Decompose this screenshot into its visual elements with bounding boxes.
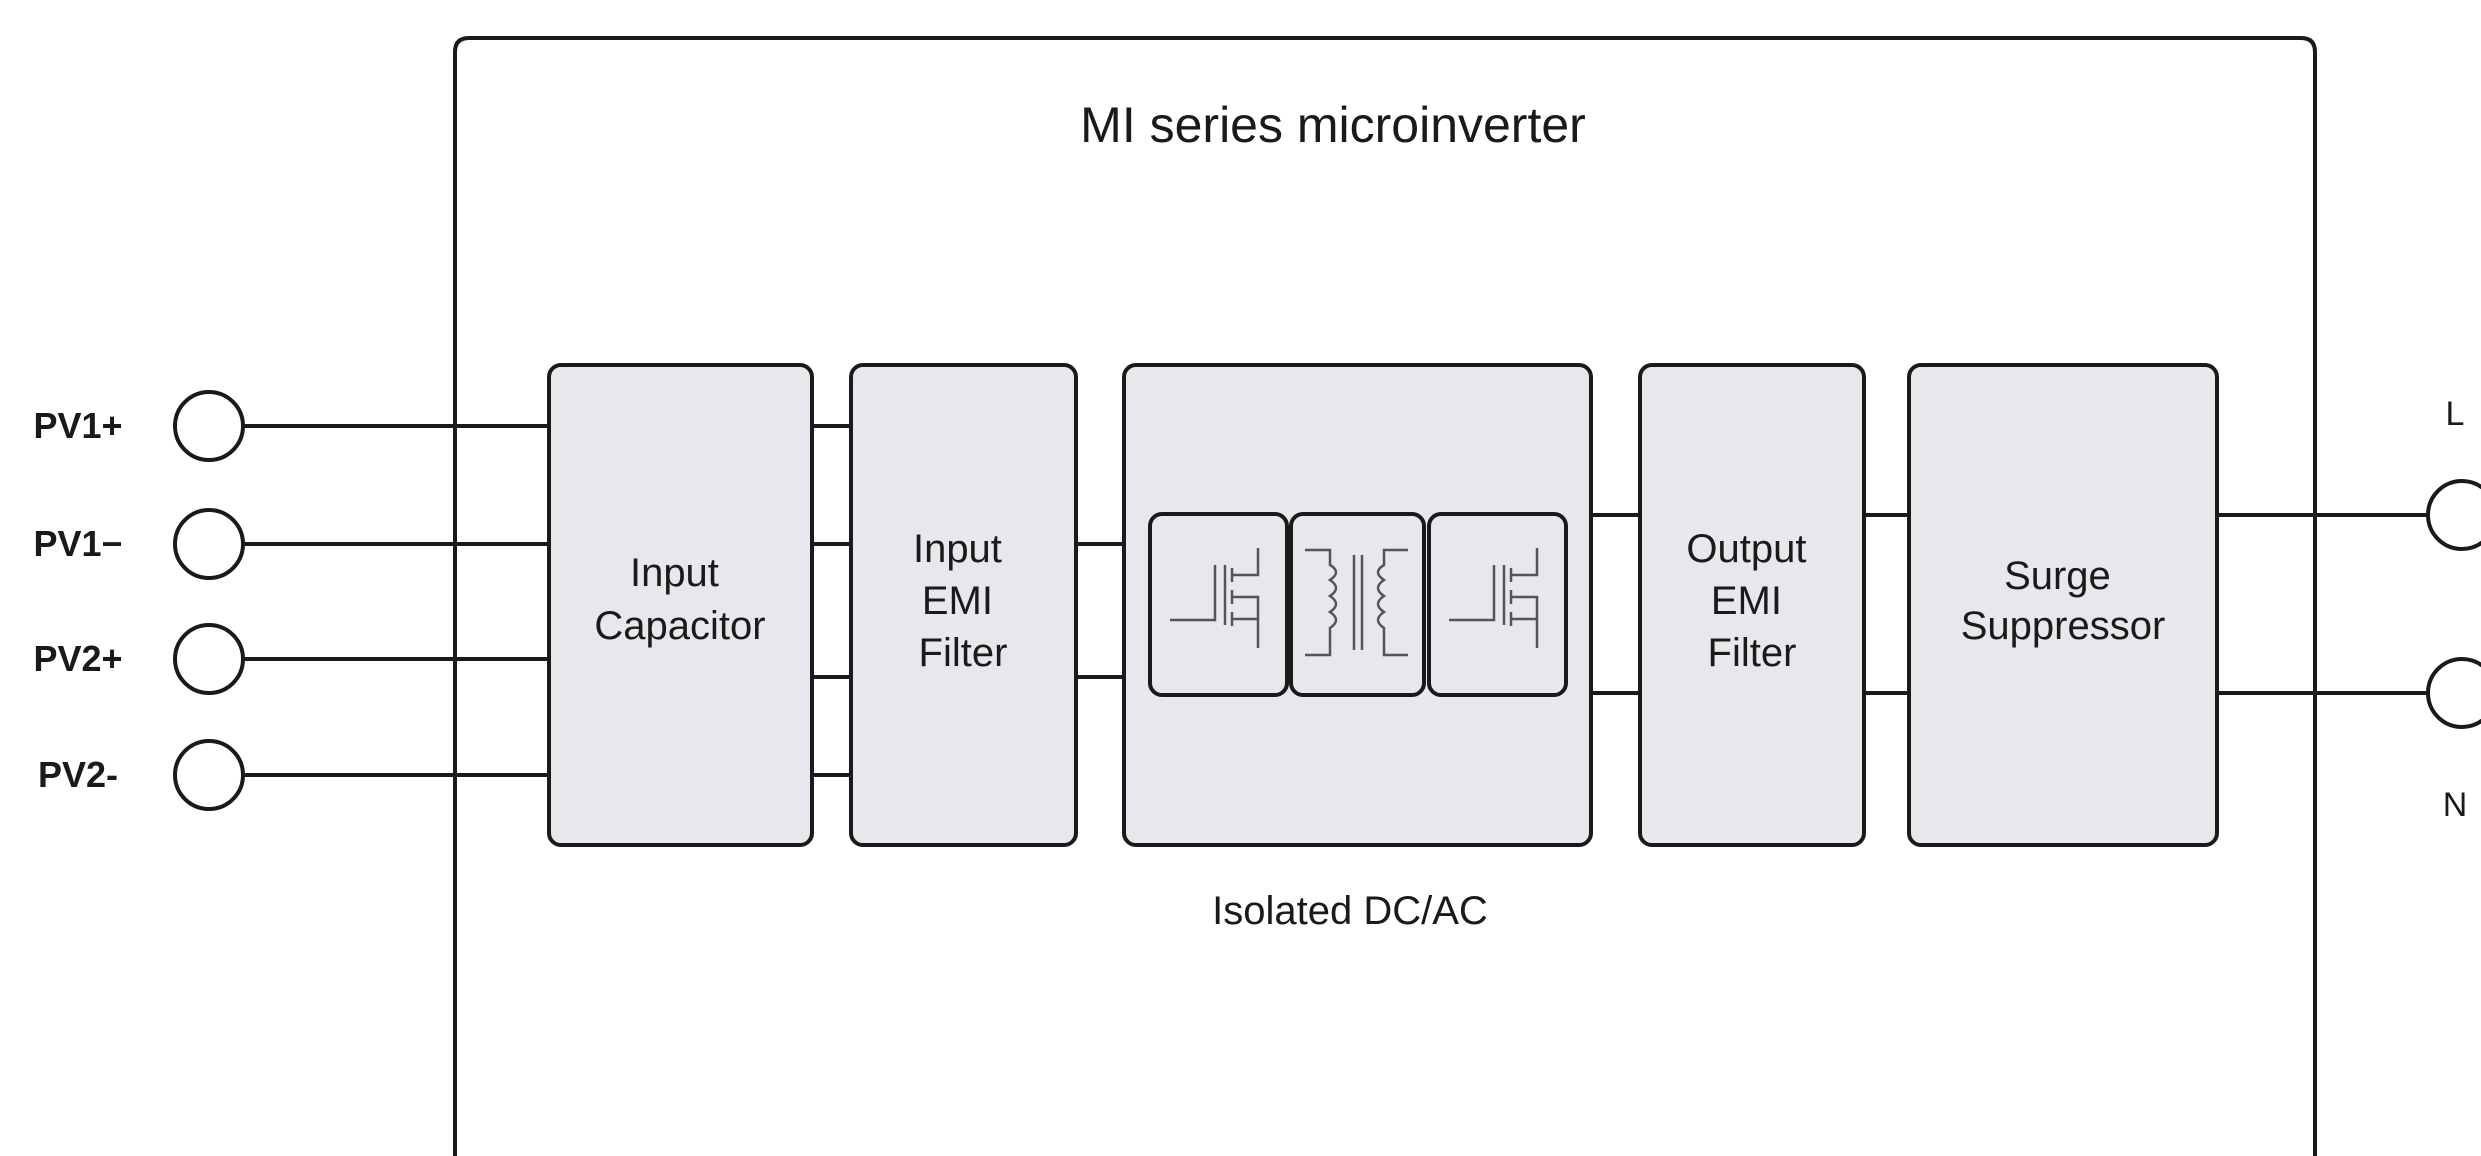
enclosure-outline	[453, 36, 2317, 1156]
inner-switch-module-left	[1148, 512, 1289, 697]
mosfet-symbol-left	[1170, 548, 1260, 648]
terminal-pv1-minus	[173, 508, 245, 580]
label-pv1-plus: PV1+	[33, 405, 122, 446]
label-pv1-minus: PV1−	[33, 523, 122, 564]
transformer-symbol	[1305, 548, 1408, 657]
label-pv2-minus: PV2-	[38, 754, 118, 795]
isolated-dcac-label: Isolated DC/AC	[1212, 889, 1488, 933]
block-input-emi-filter	[849, 363, 1078, 847]
terminal-l	[2426, 479, 2481, 551]
mosfet-symbol-right	[1449, 548, 1539, 648]
label-l: L	[2446, 395, 2465, 433]
label-n: N	[2443, 786, 2468, 824]
enclosure-title: MI series microinverter	[1080, 97, 1586, 153]
output-emi-filter-label: Output EMI Filter	[1686, 527, 1817, 675]
label-pv2-plus: PV2+	[33, 638, 122, 679]
inner-transformer-module	[1289, 512, 1426, 697]
terminal-n	[2426, 657, 2481, 729]
surge-suppressor-label: Surge Suppressor	[1961, 554, 2166, 648]
inner-switch-module-right	[1427, 512, 1568, 697]
block-input-capacitor	[547, 363, 814, 847]
block-surge-suppressor	[1907, 363, 2219, 847]
terminal-pv1-plus	[173, 390, 245, 462]
input-emi-filter-label: Input EMI Filter	[913, 527, 1013, 675]
terminal-pv2-plus	[173, 623, 245, 695]
block-output-emi-filter	[1638, 363, 1866, 847]
input-capacitor-label: Input Capacitor	[594, 551, 765, 648]
terminal-pv2-minus	[173, 739, 245, 811]
